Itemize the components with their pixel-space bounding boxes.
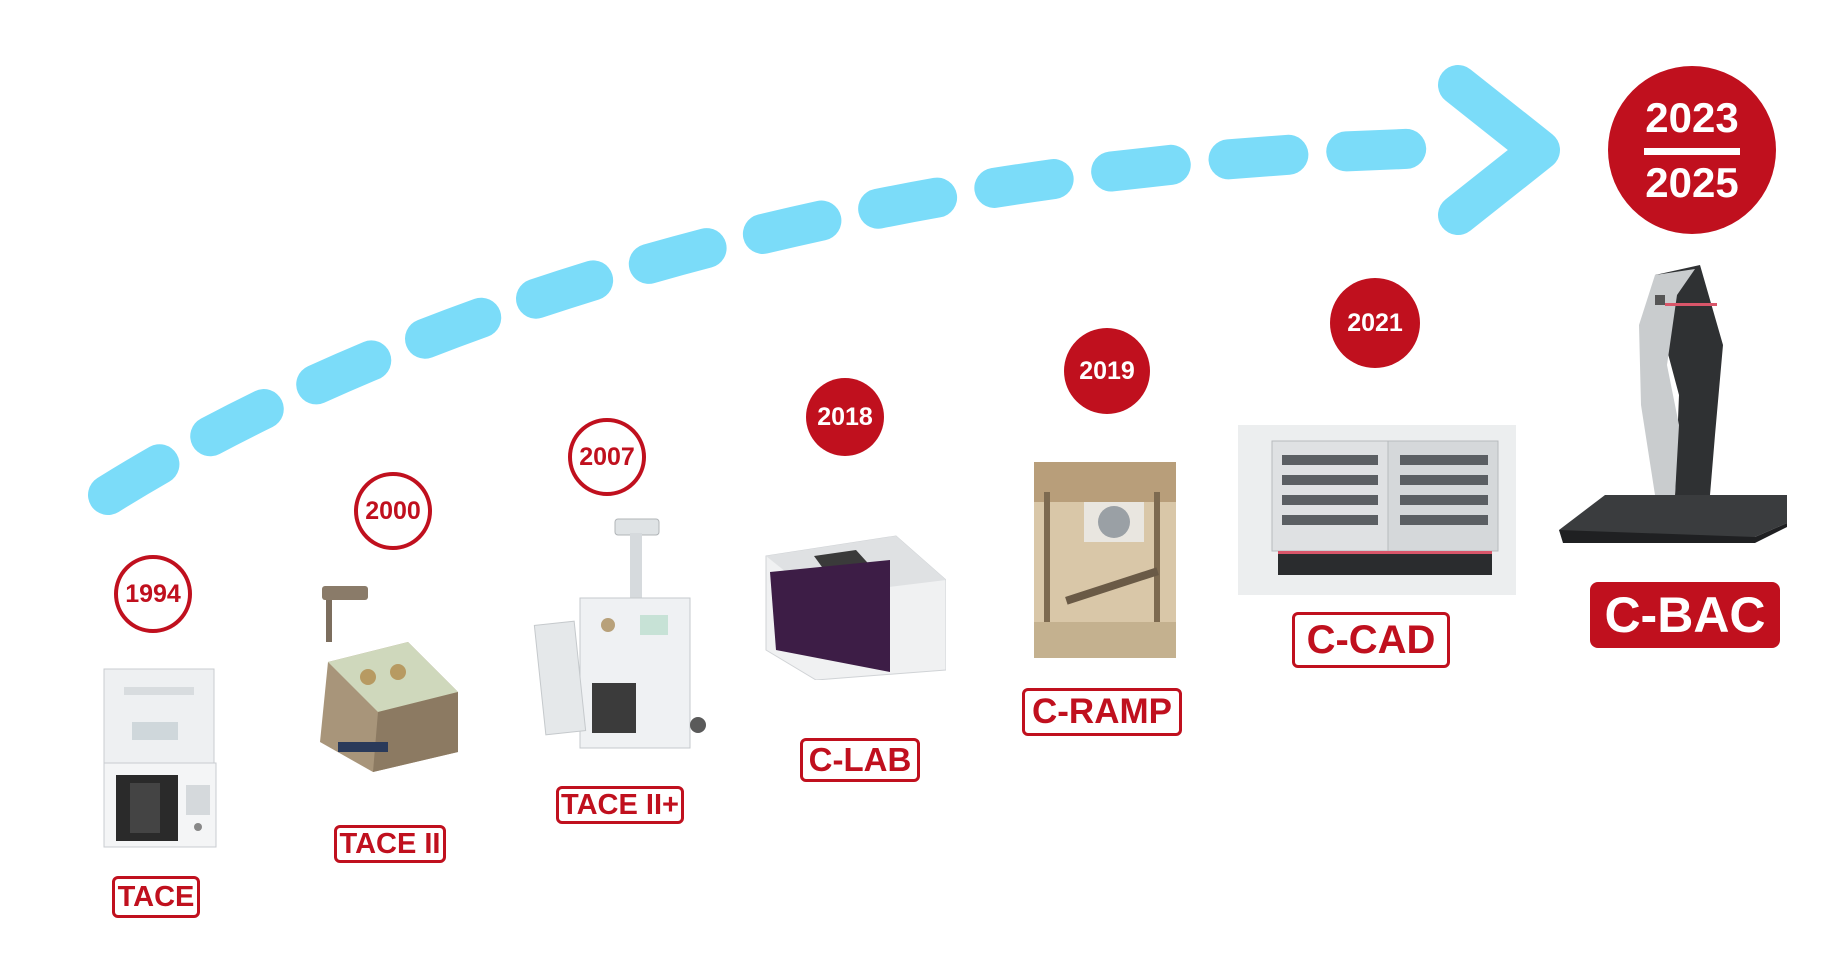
label-tace: TACE [112,876,200,918]
year-badge-2000: 2000 [354,472,432,550]
tace-ii-device-photo [318,582,464,772]
year-badge-2019: 2019 [1064,328,1150,414]
dashed-arrow-curve [88,128,1460,515]
arrow-head-icon [1438,65,1560,235]
tace-ii-plus-device-photo [530,513,716,753]
label-tace-ii-plus: TACE II+ [556,786,684,824]
label-c-bac: C-BAC [1590,582,1780,648]
year-range-divider [1644,147,1740,155]
year-badge-2007: 2007 [568,418,646,496]
year-range-end: 2025 [1645,158,1739,206]
label-c-lab: C-LAB [800,738,920,782]
label-tace-ii: TACE II [334,825,446,863]
label-c-cad: C-CAD [1292,612,1450,668]
tace-device-photo [102,667,220,850]
year-range-badge-2023-2025: 2023 2025 [1608,66,1776,234]
label-c-ramp: C-RAMP [1022,688,1182,736]
year-badge-2018: 2018 [806,378,884,456]
c-cad-device-photo [1238,425,1516,595]
c-ramp-device-photo [1034,462,1176,658]
year-badge-2021: 2021 [1330,278,1420,368]
year-range-start: 2023 [1645,93,1739,141]
c-lab-device-photo [760,530,947,681]
year-badge-1994: 1994 [114,555,192,633]
c-bac-device-photo [1555,255,1789,545]
